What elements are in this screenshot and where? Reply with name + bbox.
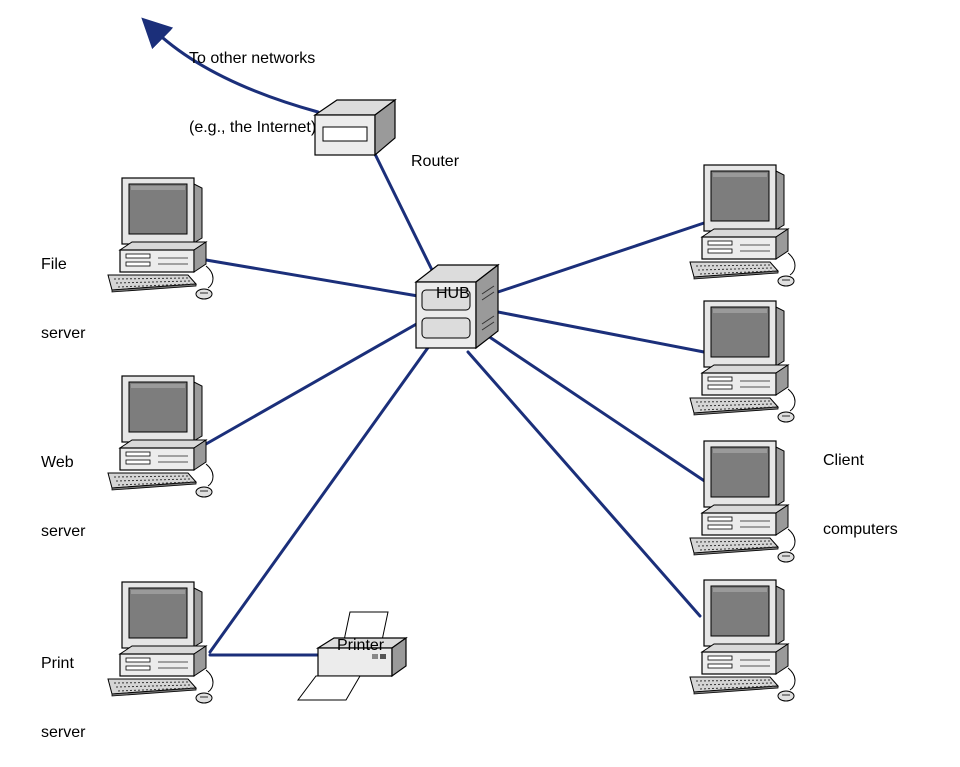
edge-router-internet xyxy=(141,17,320,114)
internet-label-line2: (e.g., the Internet) xyxy=(189,119,317,136)
web-server-computer xyxy=(107,375,214,498)
client-computer-2 xyxy=(689,300,796,423)
file-server-label-line2: server xyxy=(41,325,86,342)
hub-node xyxy=(414,263,500,350)
print-server-label-line2: server xyxy=(41,724,86,741)
file-server-label-line1: File xyxy=(41,256,67,273)
file-server-computer xyxy=(107,177,214,300)
edge-hub-router xyxy=(372,150,434,272)
print-server-computer xyxy=(107,581,214,704)
printer-label: Printer xyxy=(337,588,384,680)
client-computer-1 xyxy=(689,164,796,287)
print-server-label-line1: Print xyxy=(41,655,74,672)
clients-label: Client computers xyxy=(823,403,898,564)
edge-hub-print-server xyxy=(208,340,434,654)
hub-label: HUB xyxy=(436,236,470,328)
clients-label-line1: Client xyxy=(823,452,864,469)
network-diagram xyxy=(107,17,796,704)
edge-hub-client-2 xyxy=(496,310,706,354)
internet-label: To other networks (e.g., the Internet) xyxy=(189,1,316,162)
hub-label-text: HUB xyxy=(436,285,470,302)
printer-node xyxy=(297,611,408,701)
edge-hub-client-3 xyxy=(486,334,708,484)
web-server-label: Web server xyxy=(41,405,85,566)
edge-hub-web-server xyxy=(204,320,422,446)
clients-label-line2: computers xyxy=(823,521,898,538)
router-node xyxy=(313,98,397,157)
edge-hub-client-4 xyxy=(466,350,702,618)
edge-hub-file-server xyxy=(204,258,420,298)
internet-label-line1: To other networks xyxy=(189,50,316,67)
router-label: Router xyxy=(411,104,459,196)
client-computer-4 xyxy=(689,579,796,702)
edge-hub-client-1 xyxy=(496,221,706,294)
client-computer-3 xyxy=(689,440,796,563)
web-server-label-line2: server xyxy=(41,523,86,540)
printer-label-text: Printer xyxy=(337,637,385,654)
web-server-label-line1: Web xyxy=(41,454,74,471)
router-label-text: Router xyxy=(411,153,460,170)
print-server-label: Print server xyxy=(41,606,85,767)
file-server-label: File server xyxy=(41,207,85,368)
